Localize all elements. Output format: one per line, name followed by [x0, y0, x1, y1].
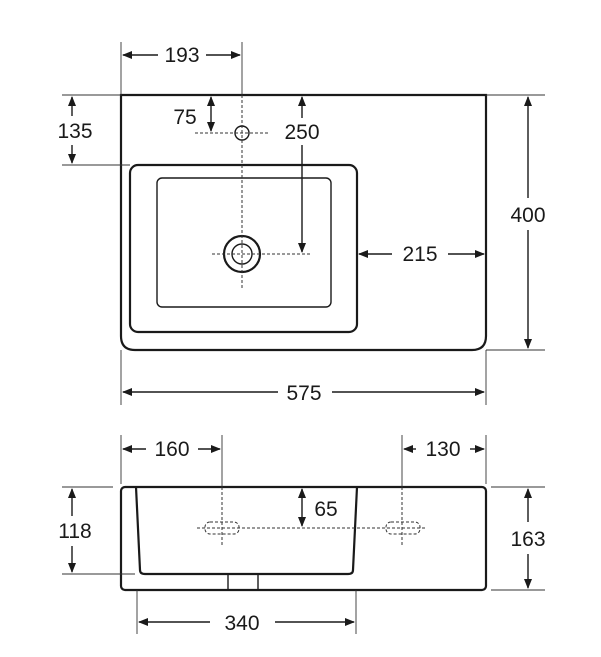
fixing-slot-left [204, 521, 240, 535]
dim-overall-depth: 400 [510, 204, 545, 227]
dim-deck-width: 215 [402, 243, 437, 266]
dim-total-height: 163 [510, 528, 545, 551]
side-outline [119, 485, 488, 592]
bowl-inner [156, 177, 332, 308]
dim-left-offset: 160 [154, 438, 189, 461]
dim-drain-from-back: 250 [284, 121, 319, 144]
dim-overall-width: 575 [286, 382, 321, 405]
fixing-slot-right [385, 521, 421, 535]
bowl-rim [128, 163, 359, 334]
dim-tap-from-back: 75 [173, 106, 196, 129]
dim-right-offset: 130 [425, 438, 460, 461]
bowl-profile [134, 486, 359, 576]
dim-tap-offset: 193 [164, 44, 199, 67]
dim-bowl-from-back: 135 [57, 120, 92, 143]
side-view: 160 130 65 118 163 340 [58, 435, 546, 635]
dim-fixing-height: 65 [314, 498, 337, 521]
basin-outline [119, 93, 488, 352]
dim-bowl-depth: 118 [58, 520, 91, 543]
top-view: 193 75 135 250 400 215 575 [57, 42, 546, 405]
dim-bowl-width: 340 [224, 612, 259, 635]
